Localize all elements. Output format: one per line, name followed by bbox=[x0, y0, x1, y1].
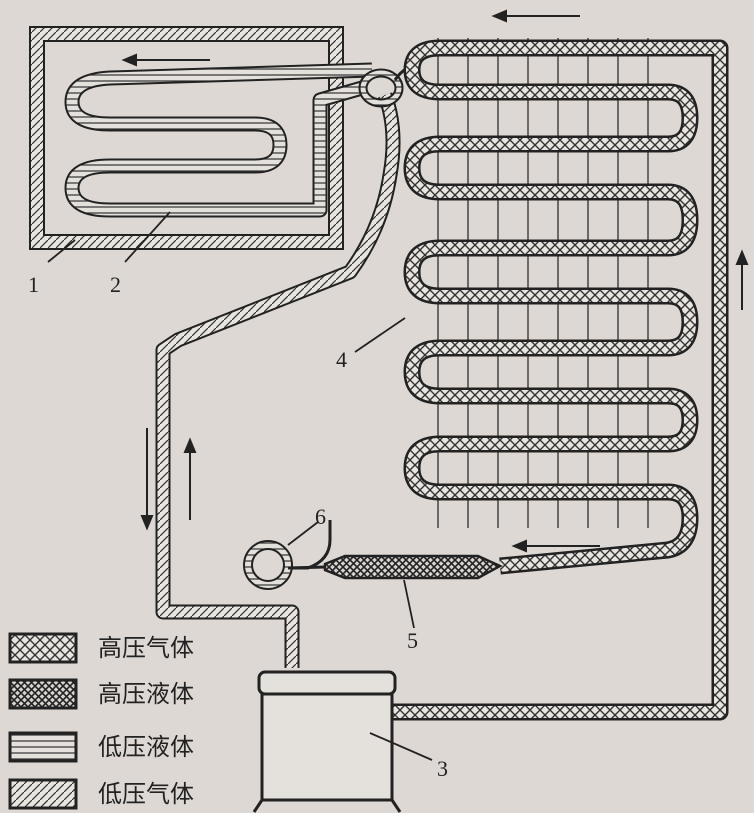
legend-item-hp-liquid: 高压液体 bbox=[8, 678, 194, 710]
legend-item-lp-gas: 低压气体 bbox=[8, 778, 194, 810]
flow-arrows bbox=[121, 9, 749, 553]
evaporator-inner-coil bbox=[64, 62, 373, 218]
label-condenser: 4 bbox=[336, 347, 347, 372]
label-capillary: 6 bbox=[315, 504, 326, 529]
compressor bbox=[252, 670, 402, 813]
label-filter-drier: 5 bbox=[407, 628, 418, 653]
legend-item-lp-liquid: 低压液体 bbox=[8, 731, 194, 763]
suction-line bbox=[155, 92, 401, 668]
legend-item-hp-gas: 高压气体 bbox=[8, 632, 194, 664]
capillary-coil-bottom bbox=[243, 540, 326, 590]
label-compressor: 3 bbox=[437, 756, 448, 781]
legend-text-hp-liquid: 高压液体 bbox=[98, 680, 194, 708]
arrow-filter bbox=[511, 539, 600, 553]
filter-drier bbox=[323, 554, 503, 580]
legend-text-lp-liquid: 低压液体 bbox=[98, 733, 194, 761]
condenser-coil bbox=[390, 39, 729, 721]
legend-text-lp-gas: 低压气体 bbox=[98, 780, 194, 808]
leader-lines bbox=[47, 211, 433, 761]
evaporator-outer-frame bbox=[29, 26, 344, 250]
arrow-top-right bbox=[491, 9, 580, 23]
condenser-fins bbox=[437, 38, 649, 528]
arrow-right-up bbox=[735, 249, 749, 310]
arrow-evaporator-top bbox=[121, 53, 210, 67]
capillary-coil-top bbox=[358, 68, 404, 108]
arrow-left-down bbox=[140, 428, 154, 531]
label-evaporator-outer: 1 bbox=[28, 272, 39, 297]
legend: 高压气体 高压液体 低压液体 低压气体 bbox=[8, 632, 194, 810]
label-evaporator-inner: 2 bbox=[110, 272, 121, 297]
legend-text-hp-gas: 高压气体 bbox=[98, 634, 194, 662]
arrow-left-up bbox=[183, 437, 197, 520]
